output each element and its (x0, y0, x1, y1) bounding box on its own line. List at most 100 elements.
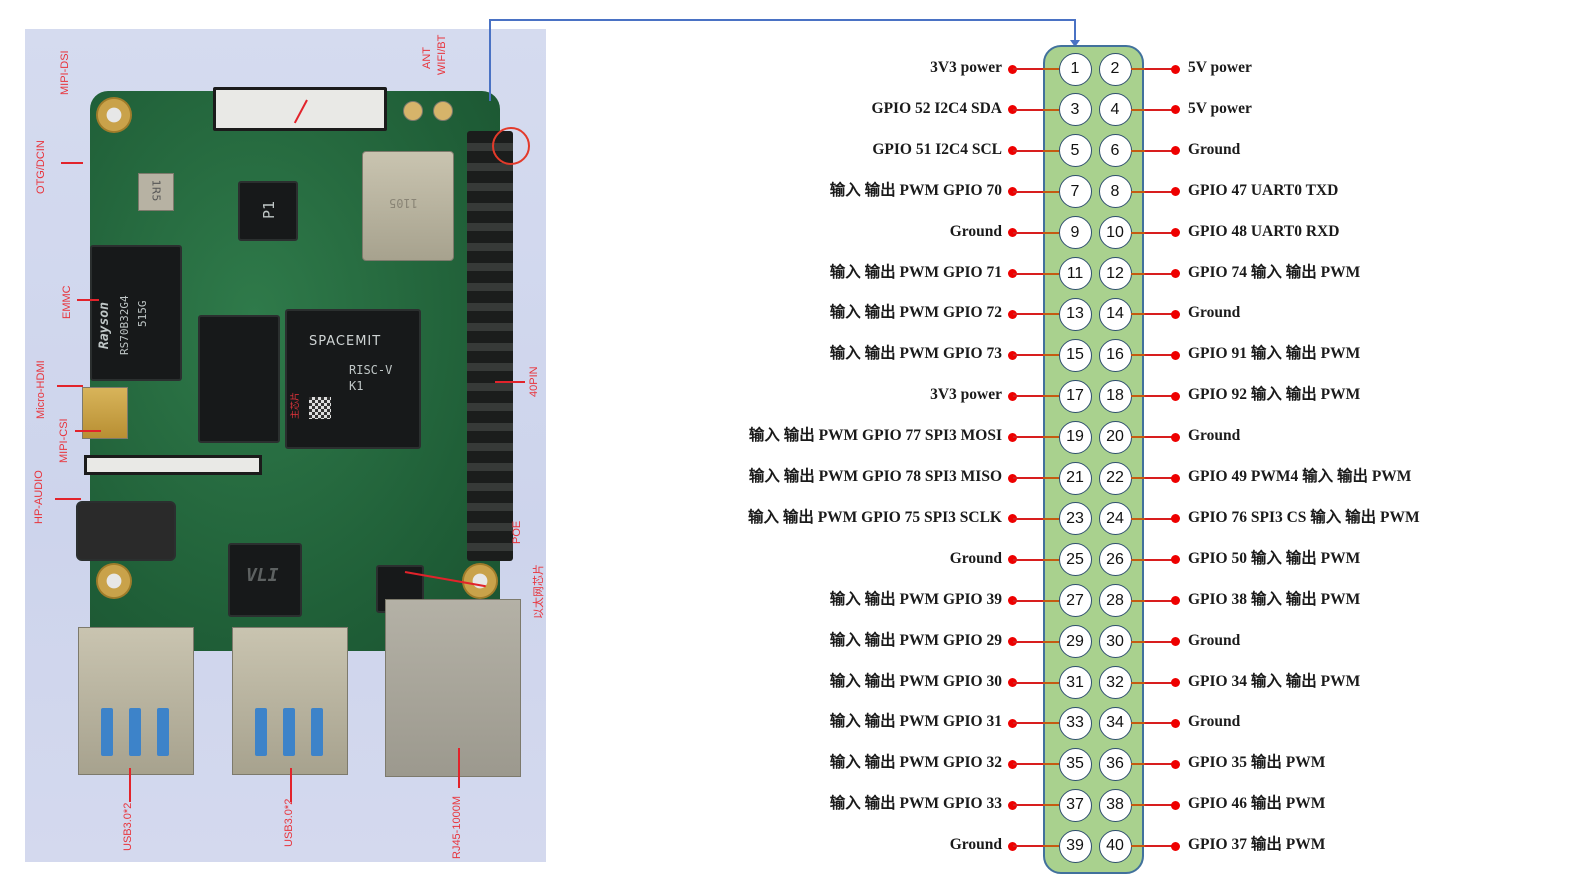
pin-19: 19 (1058, 420, 1092, 454)
usb3-port-right (232, 627, 348, 775)
pin-dot (1008, 309, 1017, 319)
pin-dot (1008, 841, 1017, 851)
pin-lead-stub (1131, 517, 1145, 520)
pin-label-right: GPIO 50 输入 输出 PWM (1188, 549, 1361, 567)
pin-lead-line (1013, 313, 1043, 316)
pin-dot (1008, 555, 1017, 565)
pin-dot (1171, 391, 1180, 401)
soc-chip: SPACEMIT RISC-V K1 (285, 309, 421, 449)
pin-label-left: 3V3 power (930, 59, 1002, 76)
pin-lead-stub (1131, 395, 1145, 398)
pin-lead-line (1145, 272, 1175, 275)
pin-37: 37 (1058, 788, 1092, 822)
pin-lead-line (1145, 845, 1175, 848)
pin-label-left: 输入 输出 PWM GPIO 30 (829, 672, 1002, 690)
pin-16: 16 (1098, 338, 1132, 372)
callout-arrow (290, 768, 292, 802)
pin-label-right: GPIO 48 UART0 RXD (1188, 222, 1340, 240)
pin-lead-stub (1131, 68, 1145, 70)
pin-lead-line (1145, 313, 1175, 316)
callout-40pin: 40PIN (528, 366, 540, 397)
pin-label-right: 5V power (1188, 59, 1252, 76)
pin-label-left: Ground (949, 222, 1002, 240)
callout-arrow (495, 381, 525, 383)
inductor: 1R5 (138, 173, 174, 211)
pin-label-right: Ground (1188, 631, 1241, 649)
pin-lead-line (1145, 763, 1175, 766)
pin-lead-line (1013, 599, 1043, 602)
pin-12: 12 (1098, 257, 1132, 290)
mipi-csi-connector (84, 455, 262, 475)
pin-lead-line (1013, 517, 1043, 520)
pin-3: 3 (1058, 93, 1092, 127)
pin-dot (1008, 637, 1017, 647)
pin-label-left: GPIO 51 I2C4 SCL (872, 140, 1002, 158)
pin-label-right: GPIO 76 SPI3 CS 输入 输出 PWM (1188, 508, 1420, 526)
pin-34: 34 (1098, 706, 1132, 740)
pin-label-right: Ground (1188, 713, 1241, 731)
pin-dot (1008, 64, 1017, 74)
pin-lead-stub (1131, 231, 1145, 234)
callout-mipi-dsi: MIPI-DSI (59, 50, 71, 95)
pin-label-right: GPIO 34 输入 输出 PWM (1188, 672, 1361, 690)
callout-arrow (75, 430, 101, 432)
pin-dot (1171, 146, 1180, 156)
pin-lead-stub (1043, 436, 1059, 439)
pin-29: 29 (1058, 625, 1092, 659)
pin-dot (1008, 800, 1017, 810)
callout-arrow (458, 748, 460, 788)
pin-dot (1171, 350, 1180, 360)
pin-dot (1171, 187, 1180, 197)
pin-13: 13 (1058, 297, 1092, 331)
pin-lead-stub (1043, 477, 1059, 479)
audio-jack (76, 501, 176, 561)
pin-lead-stub (1131, 354, 1145, 357)
callout-arrow (57, 385, 83, 387)
pin-dot (1008, 228, 1017, 238)
40pin-header (1043, 45, 1144, 874)
pin-label-right: GPIO 91 输入 输出 PWM (1188, 345, 1361, 363)
pin-lead-stub (1043, 354, 1059, 357)
pin-label-left: 输入 输出 PWM GPIO 72 (829, 304, 1002, 322)
callout-mipi-csi: MIPI-CSI (58, 418, 70, 463)
40pin-header-photo (467, 131, 513, 561)
pmic-chip: P1 (238, 181, 298, 241)
pin-lead-line (1145, 558, 1175, 561)
pin-lead-line (1145, 477, 1175, 479)
pin-9: 9 (1058, 216, 1092, 250)
pin-lead-stub (1131, 313, 1145, 316)
usb-blue-tab (283, 708, 295, 756)
pin-26: 26 (1098, 543, 1132, 577)
pin-lead-line (1013, 354, 1043, 357)
pin-31: 31 (1058, 666, 1092, 699)
pin-lead-line (1013, 477, 1043, 479)
pin-lead-line (1145, 681, 1175, 684)
pin-label-left: 输入 输出 PWM GPIO 78 SPI3 MISO (748, 468, 1002, 485)
pin-lead-line (1013, 640, 1043, 643)
pin-lead-line (1013, 68, 1043, 70)
pin-label-right: 5V power (1188, 99, 1252, 117)
emmc-chip: Rayson RS70B32G4 515G (90, 245, 182, 381)
pin-label-right: Ground (1188, 304, 1241, 322)
usb-hub-chip: VLI (228, 543, 302, 617)
pin-lead-stub (1043, 681, 1059, 684)
callout-arrow (61, 162, 83, 164)
callout-poe: POE (511, 520, 523, 544)
pin-dot (1171, 637, 1180, 647)
pin-lead-stub (1131, 149, 1145, 152)
pin-lead-stub (1043, 640, 1059, 643)
pin-7: 7 (1058, 175, 1092, 209)
pin-dot (1171, 800, 1180, 810)
pin-35: 35 (1058, 747, 1092, 781)
link-line-drop (1074, 19, 1076, 43)
pin-dot (1171, 555, 1180, 565)
mounting-hole (462, 563, 498, 599)
pin-dot (1008, 105, 1017, 115)
pin-lead-stub (1043, 313, 1059, 316)
pin-lead-stub (1131, 599, 1145, 602)
pin-lead-line (1145, 640, 1175, 643)
link-arrow-icon (1070, 40, 1080, 47)
pin-label-right: Ground (1188, 427, 1241, 445)
pin-dot (1171, 105, 1180, 115)
callout-otg-dcin: OTG/DCIN (35, 140, 47, 194)
